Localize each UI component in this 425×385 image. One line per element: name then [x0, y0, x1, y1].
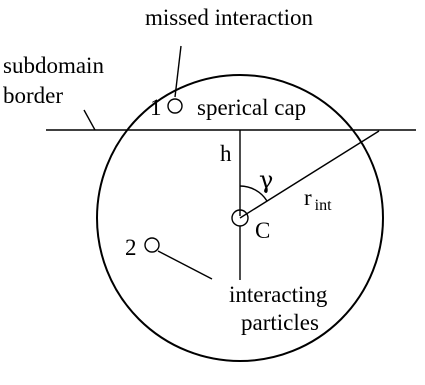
particle-2-leader — [157, 250, 213, 280]
radius-line — [239, 130, 380, 219]
height-label: h — [220, 141, 232, 166]
radius-symbol: r — [304, 185, 312, 210]
particles-label: particles — [241, 310, 319, 335]
gamma-label: γ — [259, 166, 273, 194]
border-label: border — [3, 83, 63, 108]
particle-1 — [167, 98, 183, 114]
subdomain-border-leader — [83, 109, 96, 131]
particle-1-label: 1 — [150, 95, 162, 120]
particle-2 — [144, 237, 160, 253]
gamma-angle-arc — [239, 185, 268, 202]
radius-subscript: int — [315, 197, 332, 214]
subdomain-label: subdomain — [3, 53, 104, 78]
center-label: C — [255, 218, 270, 243]
spherical-cap-label: sperical cap — [197, 95, 306, 120]
missed-interaction-leader — [174, 45, 182, 98]
interacting-label: interacting — [229, 282, 328, 307]
particle-2-label: 2 — [125, 235, 137, 260]
interaction-sphere — [96, 74, 384, 362]
missed-interaction-label: missed interaction — [145, 5, 313, 30]
